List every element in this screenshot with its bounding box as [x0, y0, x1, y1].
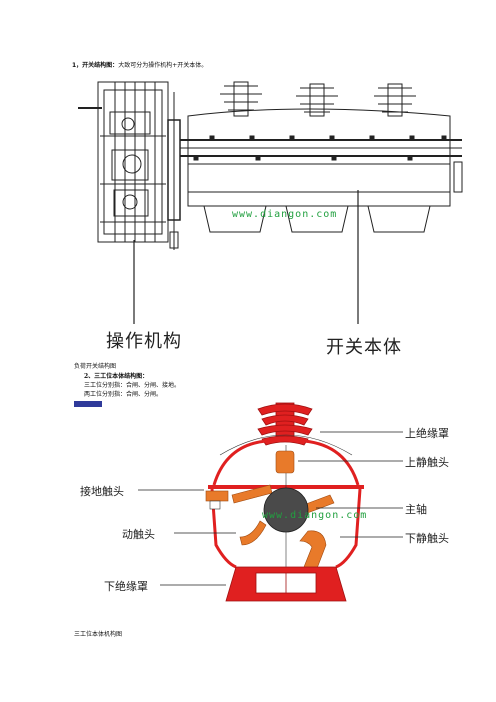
figure2-watermark: www.diangon.com — [262, 510, 368, 521]
figure1-watermark: www.diangon.com — [232, 209, 338, 220]
label-lower-static-contact: 下静触头 — [405, 532, 449, 545]
section2-title: 2、三工位本体结构图： — [84, 373, 149, 380]
switch-structure-figure — [78, 81, 463, 324]
operating-mechanism-drawing — [78, 81, 181, 250]
label-upper-static-contact: 上静触头 — [405, 456, 449, 469]
label-main-shaft: 主轴 — [405, 503, 427, 516]
blue-marker-bar — [74, 401, 102, 407]
figure2-caption: 三工位本体机构图 — [74, 631, 123, 638]
section2-line1: 三工位分别指：合闸、分闸、接地。 — [84, 382, 181, 389]
lower-insulator-drawing — [225, 566, 347, 602]
upper-static-contact-drawing — [275, 450, 295, 474]
section2-line2: 两工位分别指：合闸、分闸。 — [84, 391, 163, 398]
label-lower-insulator: 下绝缘罩 — [104, 580, 148, 593]
label-upper-insulator: 上绝缘罩 — [405, 427, 449, 440]
label-ground-contact: 接地触头 — [80, 485, 124, 498]
figure1-caption: 负荷开关结构图 — [74, 363, 117, 370]
label-moving-contact: 动触头 — [122, 528, 155, 541]
switch-body-drawing — [180, 81, 463, 233]
operating-mechanism-label: 操作机构 — [106, 331, 182, 352]
upper-insulator-drawing — [257, 402, 313, 446]
switch-body-label: 开关本体 — [326, 337, 402, 358]
section1-title-bold: 1，开关结构图： — [72, 62, 119, 69]
three-position-body-figure — [205, 402, 364, 602]
section1-title: 1，开关结构图：大致可分为操作机构+开关本体。 — [72, 60, 207, 69]
main-shaft-drawing — [263, 487, 309, 533]
section1-title-rest: 大致可分为操作机构+开关本体。 — [118, 62, 208, 69]
